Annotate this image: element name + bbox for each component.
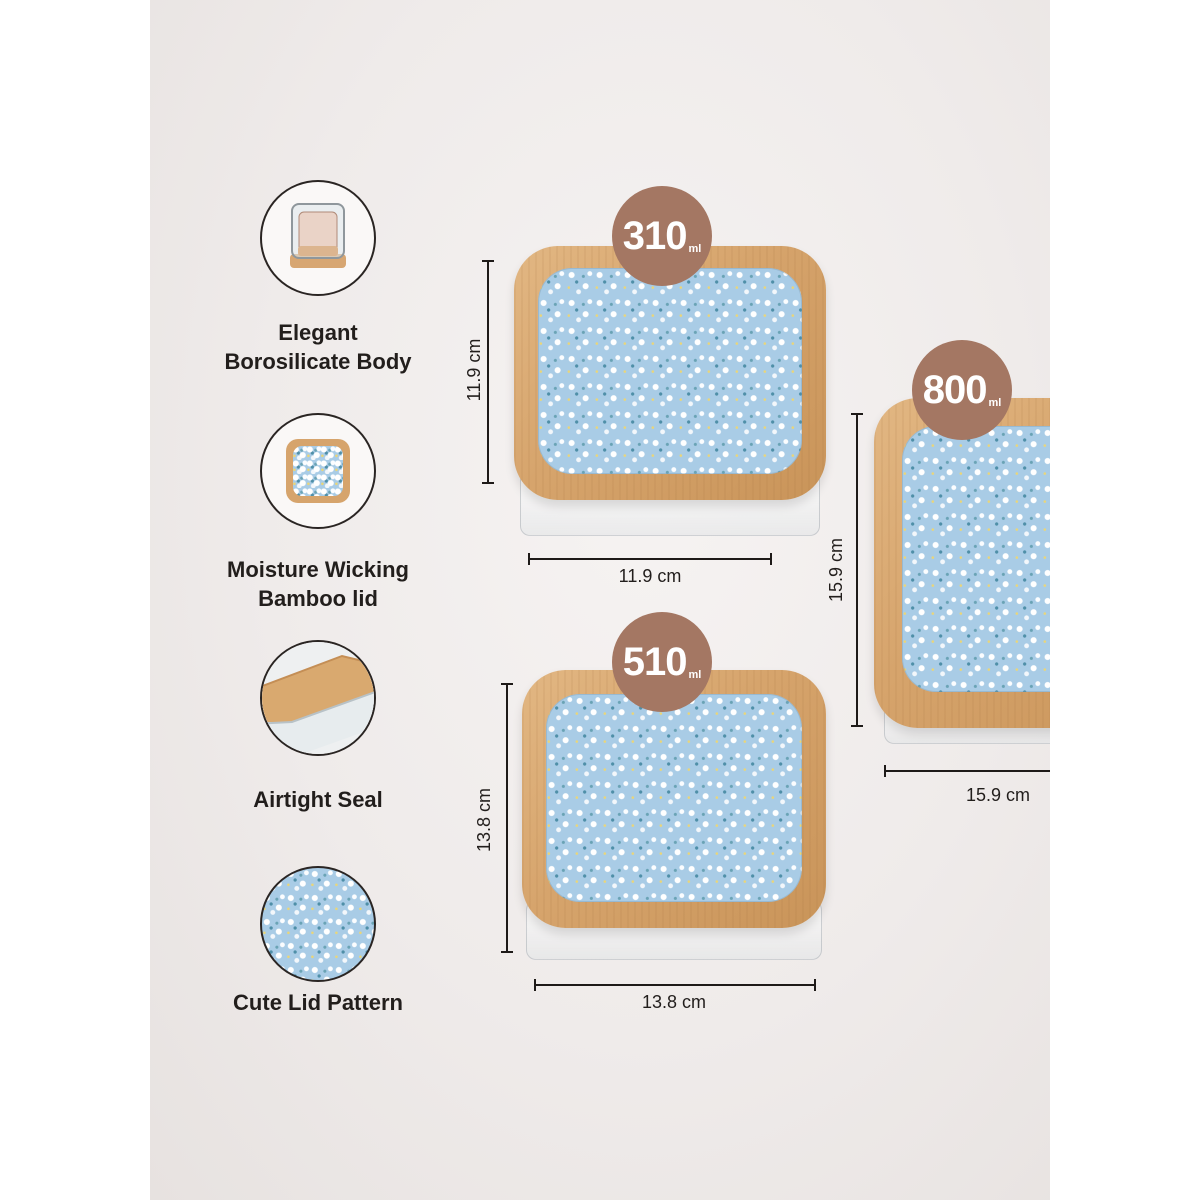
capacity-unit: ml (688, 669, 702, 681)
width-dimension-line-medium (534, 979, 816, 991)
width-label-small: 11.9 cm (618, 566, 682, 586)
height-label-large: 15.9 cm (826, 537, 846, 603)
capacity-value: 510 (622, 640, 688, 684)
floral-pattern-icon (260, 866, 376, 982)
height-label-medium: 13.8 cm (474, 787, 494, 853)
bamboo-lid-icon (286, 439, 350, 503)
height-label-small: 11.9 cm (464, 338, 484, 402)
feature-label-line: Cute Lid Pattern (233, 990, 403, 1015)
feature-label-lid: Moisture Wicking Bamboo lid (188, 555, 448, 613)
airtight-seal-icon (262, 642, 374, 754)
capacity-value: 310 (622, 214, 688, 258)
width-dimension-line-small (528, 553, 772, 565)
bamboo-lid-medium (522, 670, 826, 928)
feature-label-seal: Airtight Seal (188, 785, 448, 814)
width-label-medium: 13.8 cm (641, 992, 707, 1012)
capacity-badge-medium: 510 ml (612, 612, 712, 712)
feature-label-line: Borosilicate Body (224, 349, 412, 374)
capacity-unit: ml (988, 397, 1002, 409)
feature-label-pattern: Cute Lid Pattern (188, 988, 448, 1017)
lid-pattern (293, 446, 343, 496)
capacity-badge-large: 800 ml (912, 340, 1012, 440)
capacity-badge-small: 310 ml (612, 186, 712, 286)
capacity-value: 800 (922, 368, 988, 412)
capacity-unit: ml (688, 243, 702, 255)
bamboo-lid-small (514, 246, 826, 500)
feature-label-line: Bamboo lid (258, 586, 378, 611)
width-label-large: 15.9 cm (965, 785, 1031, 805)
height-dimension-line-small (482, 260, 494, 484)
feature-circle-seal (260, 640, 376, 756)
width-dimension-line-large (884, 765, 1050, 777)
height-dimension-line-large (851, 413, 863, 727)
feature-label-line: Elegant (278, 320, 358, 345)
lid-pattern-medium (546, 694, 802, 902)
product-infographic: Elegant Borosilicate Body Moisture Wicki… (150, 0, 1050, 1200)
feature-label-glass: Elegant Borosilicate Body (188, 318, 448, 376)
feature-label-line: Moisture Wicking (227, 557, 409, 582)
height-dimension-line-medium (501, 683, 513, 953)
feature-label-line: Airtight Seal (253, 787, 383, 812)
feature-circle-lid (260, 413, 376, 529)
bamboo-lid-large (874, 398, 1050, 728)
feature-circle-glass (260, 180, 376, 296)
lid-pattern-small (538, 268, 802, 474)
lid-pattern-large (902, 426, 1050, 692)
glass-container-icon (290, 203, 346, 268)
